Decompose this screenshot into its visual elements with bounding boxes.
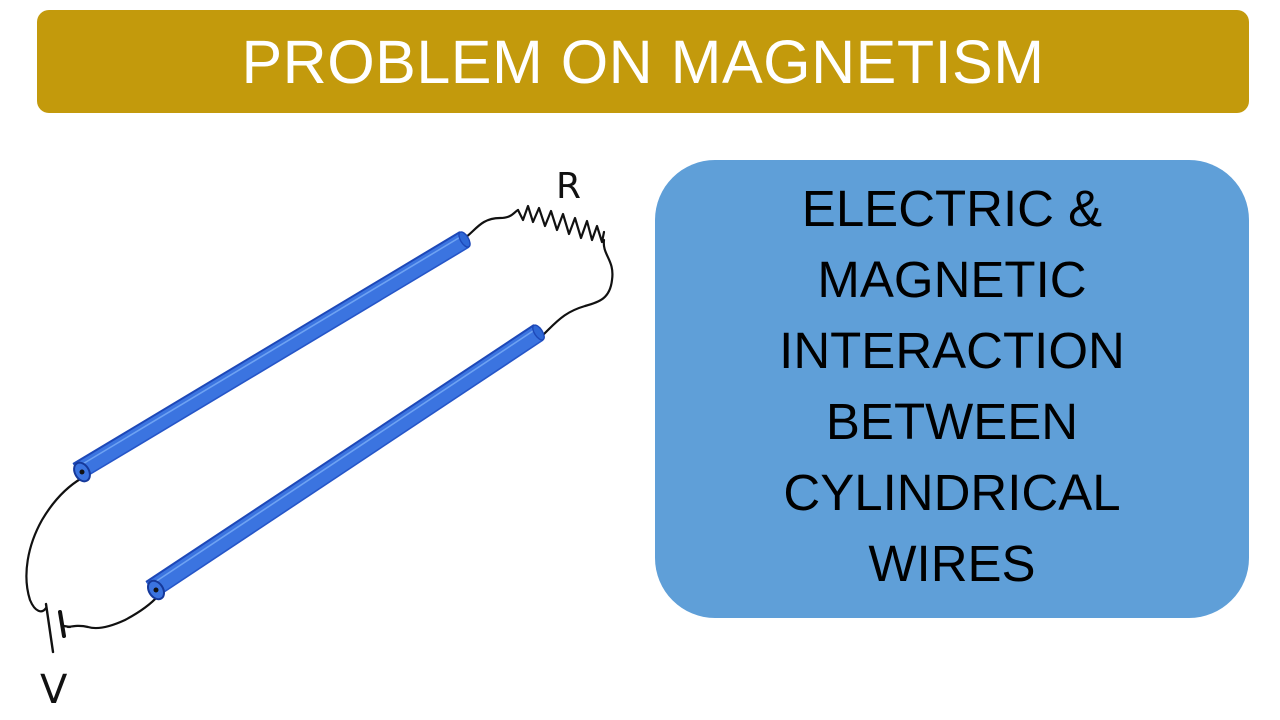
topic-line: WIRES bbox=[868, 535, 1036, 592]
topic-box: ELECTRIC & MAGNETIC INTERACTION BETWEEN … bbox=[655, 160, 1249, 618]
upper-cylindrical-wire bbox=[72, 231, 471, 483]
lower-wire-terminal bbox=[153, 587, 159, 593]
topic-line: MAGNETIC bbox=[817, 251, 1087, 308]
connecting-wire-bottom bbox=[66, 594, 160, 630]
connecting-wire-top-right bbox=[460, 208, 520, 242]
resistor-symbol bbox=[516, 204, 606, 244]
topic-line: INTERACTION bbox=[779, 322, 1125, 379]
connecting-wire-right bbox=[538, 238, 614, 340]
lower-cylindrical-wire bbox=[145, 324, 545, 601]
topic-line: CYLINDRICAL bbox=[783, 464, 1121, 521]
topic-line: ELECTRIC & bbox=[801, 180, 1103, 237]
battery-label: V bbox=[40, 667, 68, 713]
upper-wire-terminal bbox=[79, 469, 85, 475]
resistor-label: R bbox=[556, 166, 581, 207]
title-banner: PROBLEM ON MAGNETISM bbox=[37, 10, 1249, 113]
battery-symbol bbox=[44, 602, 72, 654]
connecting-wire-left bbox=[25, 476, 84, 613]
page-title: PROBLEM ON MAGNETISM bbox=[241, 28, 1045, 96]
topic-line: BETWEEN bbox=[825, 393, 1079, 450]
circuit-diagram: R V bbox=[25, 166, 614, 713]
